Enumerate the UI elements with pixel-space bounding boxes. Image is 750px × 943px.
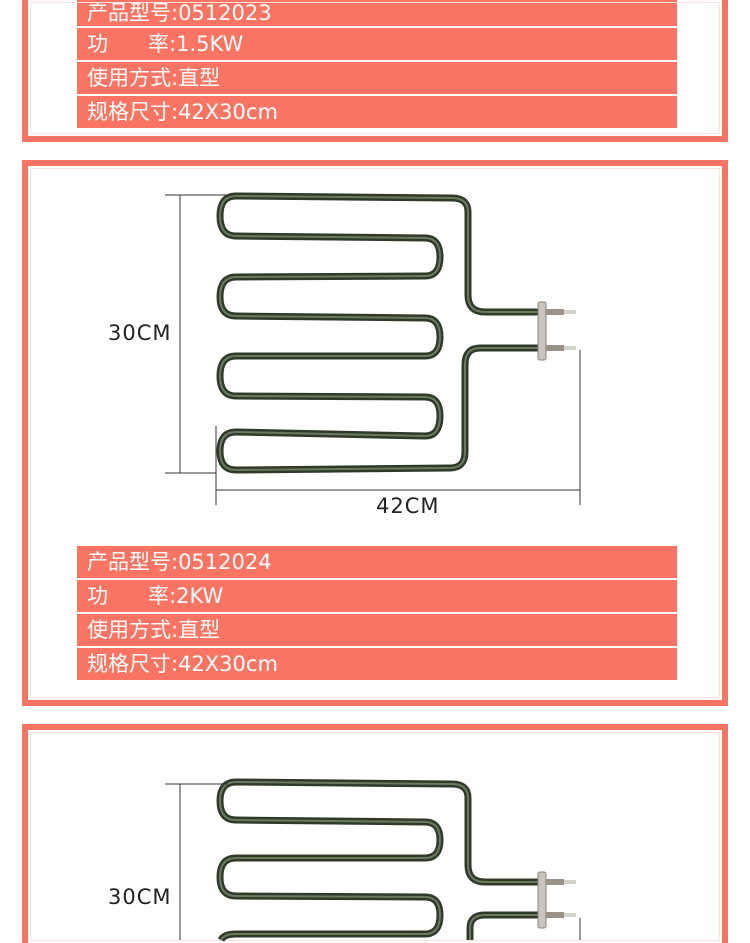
heater-element-image-2 bbox=[216, 778, 576, 942]
dimension-lines bbox=[165, 194, 581, 505]
spec-model: 产品型号:0512023 bbox=[77, 0, 677, 26]
spec-size: 规格尺寸:42X30cm bbox=[77, 648, 677, 680]
spec-usage: 使用方式:直型 bbox=[77, 614, 677, 646]
product-panel-3 bbox=[22, 724, 728, 943]
spec-power: 功 率:1.5KW bbox=[77, 28, 677, 60]
spec-table: 产品型号:0512023 功 率:1.5KW 使用方式:直型 规格尺寸:42X3… bbox=[77, 0, 677, 130]
height-dimension-label: 30CM bbox=[108, 321, 172, 345]
spec-power: 功 率:2KW bbox=[77, 580, 677, 612]
dimension-lines-2 bbox=[165, 783, 581, 940]
width-dimension-label: 42CM bbox=[376, 494, 440, 518]
height-dimension-label-2: 30CM bbox=[108, 885, 172, 909]
spec-size: 规格尺寸:42X30cm bbox=[77, 96, 677, 128]
spec-usage: 使用方式:直型 bbox=[77, 62, 677, 94]
spec-model: 产品型号:0512024 bbox=[77, 546, 677, 578]
spec-table: 产品型号:0512024 功 率:2KW 使用方式:直型 规格尺寸:42X30c… bbox=[77, 546, 677, 682]
heater-element-image bbox=[220, 196, 576, 470]
product-panel-0512023: 产品型号:0512023 功 率:1.5KW 使用方式:直型 规格尺寸:42X3… bbox=[22, 0, 728, 142]
